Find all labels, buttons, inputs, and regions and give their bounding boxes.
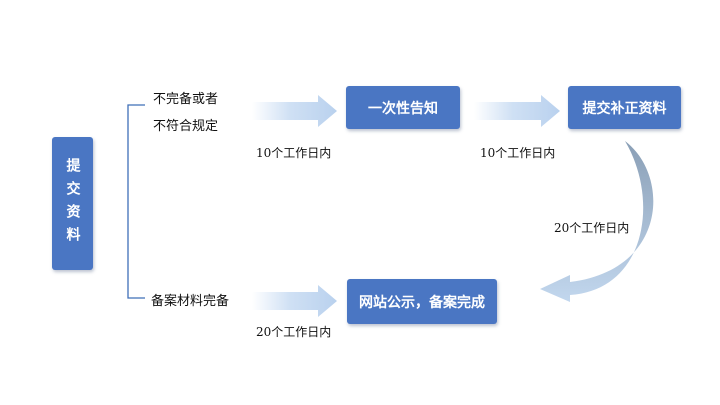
branch-bracket: [127, 104, 145, 299]
duration-after-supplement: 20个工作日内: [554, 221, 630, 235]
arrow-to-publish: [252, 285, 337, 317]
duration-to-notice: 10个工作日内: [256, 146, 332, 160]
condition-incomplete-line2: 不符合规定: [153, 119, 219, 134]
arrow-to-supplement: [474, 95, 560, 127]
node-submit-label: 提交资料: [64, 157, 81, 250]
curved-arrow-return: [540, 141, 654, 302]
node-one-time-notice: 一次性告知: [346, 86, 460, 129]
node-website-publish: 网站公示，备案完成: [347, 279, 497, 324]
arrow-to-notice: [252, 95, 337, 127]
condition-complete: 备案材料完备: [151, 294, 230, 309]
duration-to-supplement: 10个工作日内: [480, 146, 556, 160]
node-submit-materials: 提交资料: [52, 137, 93, 270]
node-submit-supplement: 提交补正资料: [568, 86, 681, 129]
node-publish-label: 网站公示，备案完成: [359, 294, 485, 311]
node-supplement-label: 提交补正资料: [582, 100, 667, 117]
condition-incomplete-line1: 不完备或者: [153, 92, 219, 107]
node-notice-label: 一次性告知: [368, 100, 438, 117]
duration-to-publish: 20个工作日内: [256, 325, 332, 339]
